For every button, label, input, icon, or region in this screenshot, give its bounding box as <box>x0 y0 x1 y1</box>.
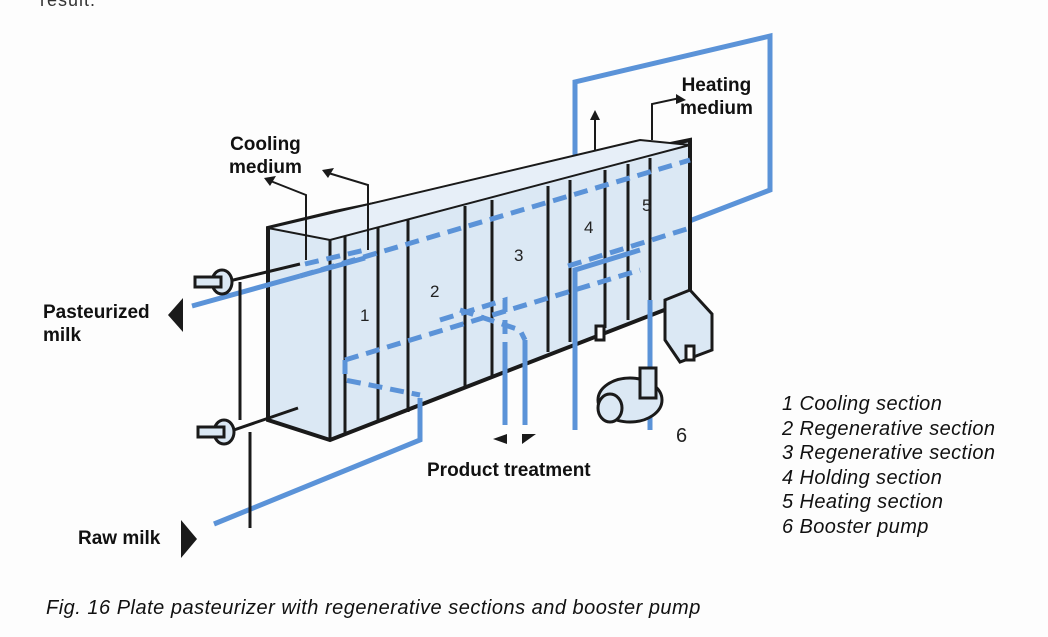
section-number-1: 1 <box>360 306 370 325</box>
pasteurized-milk-arrow <box>168 298 183 332</box>
product-treatment-label: Product treatment <box>427 460 591 481</box>
heating-medium-arrow-2 <box>651 97 681 140</box>
heating-medium-pipe <box>572 32 773 243</box>
pasteurized-milk-line-2: milk <box>43 325 82 346</box>
raw-milk-nozzle <box>196 406 299 446</box>
section-number-6: 6 <box>676 425 688 447</box>
top-text-fragment: result. <box>40 0 97 10</box>
cooling-medium-label: Cooling medium <box>229 133 302 179</box>
product-treatment-arrow-in <box>522 434 536 444</box>
raw-milk-label: Raw milk <box>78 528 161 549</box>
legend-item-6: 6 Booster pump <box>782 515 929 538</box>
booster-pump <box>596 366 664 424</box>
product-treatment-arrow-out <box>493 434 507 444</box>
pasteurized-milk-label: Pasteurized milk <box>43 301 150 347</box>
legend-item-2: 2 Regenerative section <box>782 417 996 440</box>
pasteurized-milk-nozzle <box>193 262 301 296</box>
cooling-medium-arrow-1 <box>267 179 307 260</box>
heating-medium-line-1: Heating <box>681 75 752 96</box>
heating-medium-line-2: medium <box>680 98 753 119</box>
cooling-medium-line-1: Cooling <box>230 134 301 155</box>
legend: 1 Cooling section 2 Regenerative section… <box>782 392 995 540</box>
cooling-medium-line-2: medium <box>229 157 302 178</box>
raw-milk-arrow <box>181 520 197 558</box>
heating-medium-label: Heating medium <box>680 74 753 120</box>
legend-item-3: 3 Regenerative section <box>782 442 996 465</box>
section-number-3: 3 <box>514 246 524 265</box>
cooling-medium-arrow-2 <box>324 171 369 250</box>
pasteurized-milk-line-1: Pasteurized <box>43 302 150 323</box>
pasteurizer-diagram <box>168 32 773 558</box>
legend-item-4: 4 Holding section <box>782 466 943 489</box>
legend-item-5: 5 Heating section <box>782 491 944 514</box>
section-number-2: 2 <box>430 282 440 301</box>
plate-heat-exchanger-body <box>266 137 714 443</box>
raw-milk-pipe <box>213 398 423 527</box>
section-number-5: 5 <box>642 196 652 215</box>
legend-item-1: 1 Cooling section <box>782 393 943 415</box>
section-number-4: 4 <box>584 218 594 237</box>
figure-caption: Fig. 16 Plate pasteurizer with regenerat… <box>46 597 701 619</box>
pasteurized-milk-pipe <box>191 273 301 309</box>
